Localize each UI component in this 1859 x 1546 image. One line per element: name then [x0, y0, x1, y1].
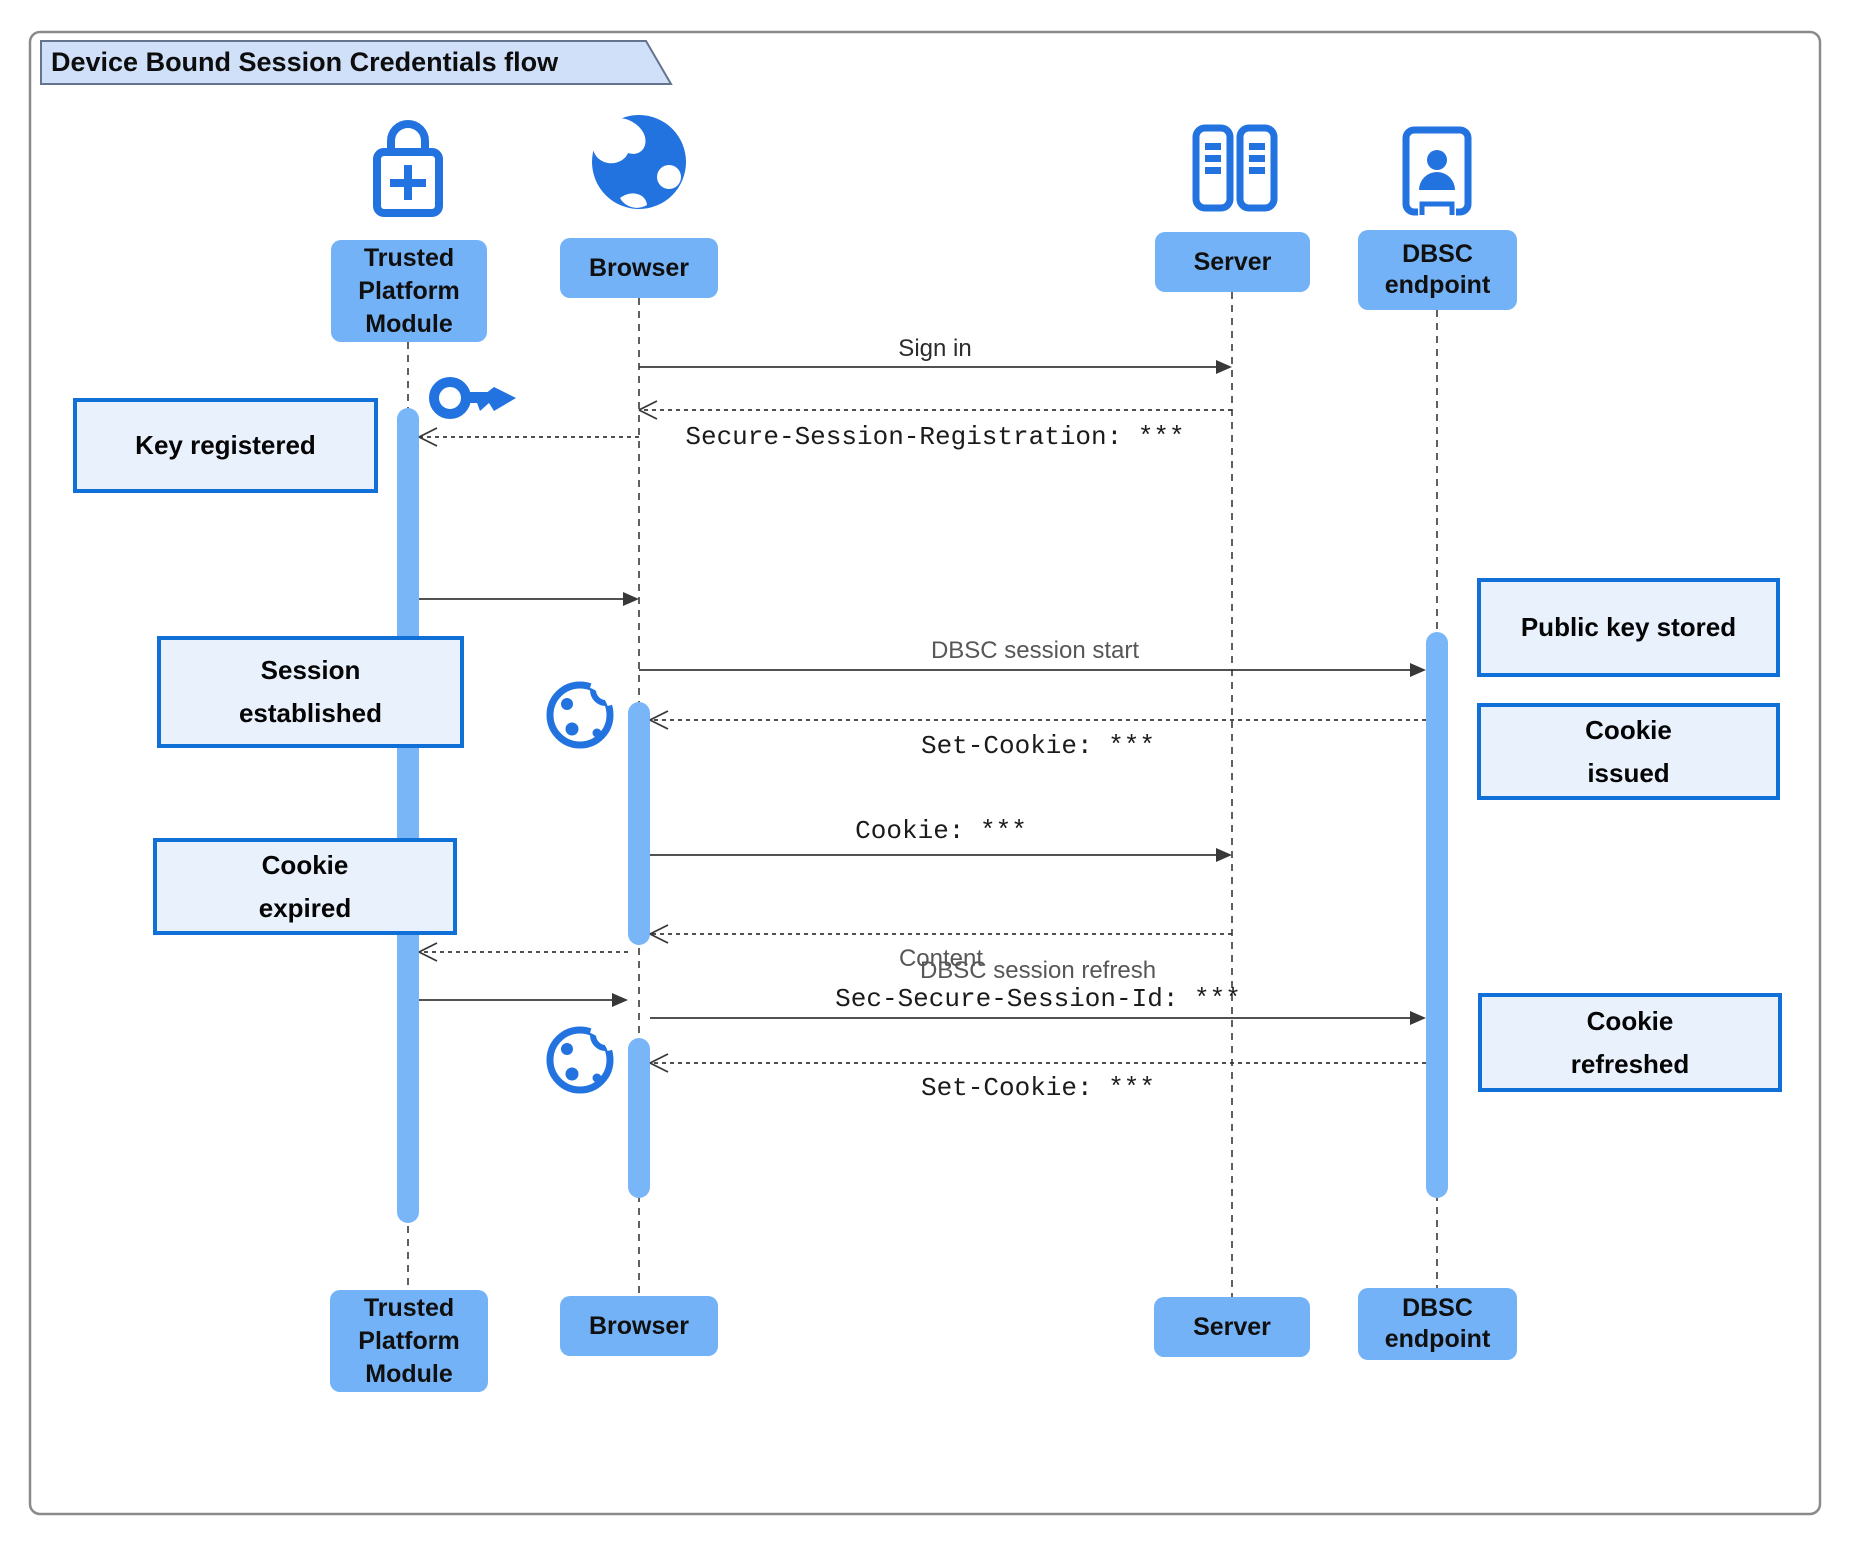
lock-plus-icon	[373, 120, 443, 217]
globe-icon	[592, 115, 686, 209]
diagram-title: Device Bound Session Credentials flow	[51, 47, 559, 77]
note-cookie-expired: Cookie expired	[153, 838, 457, 935]
arrow-secure-session-registration	[638, 400, 1232, 420]
actor-top-tpm: Trusted Platform Module	[331, 240, 487, 342]
message-label-set-cookie-2: Set-Cookie: ***	[920, 1073, 1156, 1103]
arrow-refresh-key-ready	[419, 993, 628, 1007]
message-arrows	[418, 360, 1426, 1073]
message-label-sign-in: Sign in	[898, 335, 972, 362]
message-label-sec-secure-session-id: Sec-Secure-Session-Id: ***	[835, 984, 1241, 1014]
note-key-registered: Key registered	[73, 398, 378, 493]
activation-bar-dbsc	[1426, 632, 1448, 1198]
arrow-dbsc-session-refresh	[650, 1011, 1426, 1025]
cookie-icon	[546, 674, 622, 749]
arrow-refresh-key-request	[418, 942, 628, 962]
note-public-key-stored: Public key stored	[1477, 578, 1780, 677]
arrow-dbsc-session-start	[639, 663, 1426, 677]
actor-top-server: Server	[1155, 232, 1310, 292]
message-label-content: Content	[898, 945, 984, 972]
arrow-sign-in	[639, 360, 1232, 374]
arrow-register-key	[418, 427, 639, 447]
message-label-secure-session-registration: Secure-Session-Registration: ***	[685, 422, 1185, 452]
activation-bar-browser-1	[628, 702, 650, 945]
actor-top-dbsc-endpoint: DBSC endpoint	[1358, 230, 1517, 310]
message-label-cookie: Cookie: ***	[855, 816, 1027, 846]
title-tab	[40, 40, 673, 85]
actor-icons	[373, 115, 1472, 1094]
arrow-content	[649, 924, 1232, 944]
activation-bars	[397, 408, 1448, 1223]
message-label-dbsc-session-start: DBSC session start	[930, 637, 1140, 664]
arrow-cookie	[650, 848, 1232, 862]
arrow-key-ready	[419, 592, 639, 606]
diagram-border	[28, 30, 1822, 1516]
actor-bottom-tpm: Trusted Platform Module	[330, 1290, 488, 1392]
arrow-set-cookie-2	[649, 1053, 1426, 1073]
door-user-icon	[1402, 126, 1472, 216]
message-label-dbsc-session-refresh: DBSC session refresh	[919, 957, 1157, 984]
arrow-set-cookie-1	[649, 710, 1426, 730]
note-cookie-refreshed: Cookie refreshed	[1478, 993, 1782, 1092]
note-session-established: Session established	[157, 636, 464, 748]
note-cookie-issued: Cookie issued	[1477, 703, 1780, 800]
actor-top-browser: Browser	[560, 238, 718, 298]
actor-bottom-dbsc-endpoint: DBSC endpoint	[1358, 1288, 1517, 1360]
actor-bottom-server: Server	[1154, 1297, 1310, 1357]
server-rack-icon	[1192, 124, 1278, 212]
key-icon	[429, 377, 516, 419]
message-label-set-cookie-1: Set-Cookie: ***	[920, 731, 1156, 761]
activation-bar-tpm	[397, 408, 419, 1223]
actor-bottom-browser: Browser	[560, 1296, 718, 1356]
cookie-icon	[546, 1019, 622, 1094]
activation-bar-browser-2	[628, 1038, 650, 1198]
